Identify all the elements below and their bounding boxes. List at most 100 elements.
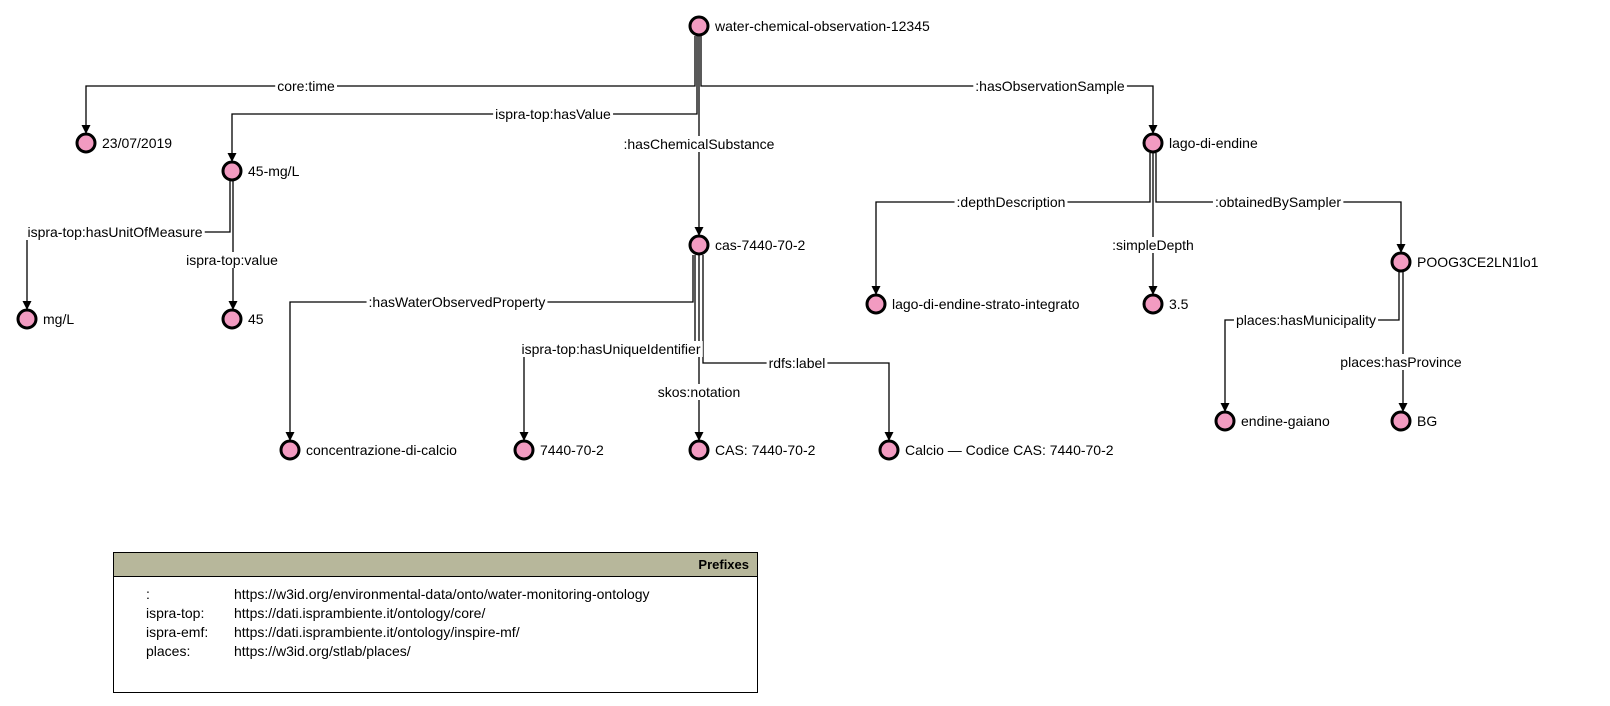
arrowhead-icon — [1148, 286, 1158, 295]
prefixes-list: : https://w3id.org/environmental-data/on… — [114, 577, 757, 661]
edge-label-hasSample: :hasObservationSample — [973, 78, 1127, 94]
edge-label-background — [973, 78, 1127, 94]
node-n45[interactable]: 45 — [221, 308, 264, 330]
prefix-row: ispra-top: https://dati.isprambiente.it/… — [114, 604, 757, 623]
edge-label-province: places:hasProvince — [1338, 354, 1464, 370]
edge-label-background — [275, 78, 337, 94]
edge-label-unit: ispra-top:hasUnitOfMeasure — [25, 224, 205, 240]
edge-label-text: ispra-top:hasUniqueIdentifier — [522, 341, 701, 357]
node-circle-icon[interactable] — [16, 308, 38, 330]
node-bg[interactable]: BG — [1390, 410, 1437, 432]
edge-hasSample — [700, 36, 1158, 134]
node-circle-icon[interactable] — [1214, 410, 1236, 432]
edge-province — [1398, 272, 1408, 412]
edge-label-background — [766, 355, 828, 371]
prefixes-panel: Prefixes : https://w3id.org/environmenta… — [113, 552, 758, 693]
node-calc[interactable]: concentrazione-di-calcio — [279, 439, 457, 461]
edge-label-uniqueId: ispra-top:hasUniqueIdentifier — [519, 341, 703, 357]
node-circle-icon[interactable] — [1142, 132, 1164, 154]
node-label: POOG3CE2LN1lo1 — [1417, 254, 1539, 270]
prefix-iri: https://dati.isprambiente.it/ontology/in… — [234, 624, 520, 640]
edge-municipality — [1220, 272, 1400, 412]
edge-unit — [22, 181, 231, 310]
node-circle-icon[interactable] — [1142, 293, 1164, 315]
node-circle-icon[interactable] — [688, 15, 710, 37]
node-circle-icon[interactable] — [75, 132, 97, 154]
edge-label-rdfsLabel: rdfs:label — [766, 355, 828, 371]
node-circle-icon[interactable] — [878, 439, 900, 461]
edge-label-text: places:hasMunicipality — [1236, 312, 1376, 328]
arrowhead-icon — [227, 153, 237, 162]
edge-label-background — [366, 294, 548, 310]
edge-label-time: core:time — [275, 78, 337, 94]
arrowhead-icon — [228, 301, 238, 310]
edge-label-waterProp: :hasWaterObservedProperty — [366, 294, 548, 310]
node-label: endine-gaiano — [1241, 413, 1330, 429]
prefix-key: places: — [146, 643, 191, 659]
edge-label-background — [1338, 354, 1464, 370]
node-circle-icon[interactable] — [513, 439, 535, 461]
node-strato[interactable]: lago-di-endine-strato-integrato — [865, 293, 1080, 315]
node-cas[interactable]: cas-7440-70-2 — [688, 234, 805, 256]
edge-line — [875, 153, 1151, 294]
edge-label-background — [25, 224, 205, 240]
node-mgl[interactable]: mg/L — [16, 308, 74, 330]
edge-simpleDepth — [1148, 153, 1158, 295]
arrowhead-icon — [1148, 125, 1158, 134]
edge-depthDesc — [871, 153, 1151, 295]
edge-line — [1224, 272, 1400, 411]
edge-label-background — [954, 194, 1068, 210]
prefix-iri: https://w3id.org/environmental-data/onto… — [234, 586, 650, 602]
prefix-iri: https://dati.isprambiente.it/ontology/co… — [234, 605, 486, 621]
arrowhead-icon — [1396, 244, 1406, 253]
edge-time — [81, 36, 696, 134]
node-id[interactable]: 7440-70-2 — [513, 439, 604, 461]
edge-label-text: :hasWaterObservedProperty — [369, 294, 546, 310]
node-circle-icon[interactable] — [688, 439, 710, 461]
node-d35[interactable]: 3.5 — [1142, 293, 1189, 315]
edge-label-background — [621, 136, 777, 152]
edge-label-text: core:time — [277, 78, 335, 94]
node-circle-icon[interactable] — [221, 160, 243, 182]
edge-label-depthDesc: :depthDescription — [954, 194, 1068, 210]
arrowhead-icon — [519, 432, 529, 441]
edge-label-simpleDepth: :simpleDepth — [1110, 237, 1196, 253]
node-label: mg/L — [43, 311, 74, 327]
arrowhead-icon — [694, 432, 704, 441]
arrowhead-icon — [871, 286, 881, 295]
edge-label-text: ispra-top:hasUnitOfMeasure — [27, 224, 202, 240]
edge-line — [702, 255, 890, 440]
edge-label-sampler: :obtainedBySampler — [1212, 194, 1344, 210]
prefix-key: ispra-emf: — [146, 624, 209, 640]
edge-label-text: ispra-top:value — [186, 252, 278, 268]
node-casnot[interactable]: CAS: 7440-70-2 — [688, 439, 816, 461]
node-val[interactable]: 45-mg/L — [221, 160, 300, 182]
node-circle-icon[interactable] — [688, 234, 710, 256]
node-circle-icon[interactable] — [279, 439, 301, 461]
node-circle-icon[interactable] — [865, 293, 887, 315]
node-obs[interactable]: water-chemical-observation-12345 — [688, 15, 930, 37]
arrowhead-icon — [1220, 403, 1230, 412]
node-label: water-chemical-observation-12345 — [714, 18, 930, 34]
node-poog[interactable]: POOG3CE2LN1lo1 — [1390, 251, 1539, 273]
node-lago[interactable]: lago-di-endine — [1142, 132, 1258, 154]
node-label: concentrazione-di-calcio — [306, 442, 457, 458]
node-label: BG — [1417, 413, 1437, 429]
node-circle-icon[interactable] — [1390, 251, 1412, 273]
node-circle-icon[interactable] — [221, 308, 243, 330]
node-circle-icon[interactable] — [1390, 410, 1412, 432]
edge-hasValue — [227, 36, 698, 162]
edge-label-text: :obtainedBySampler — [1215, 194, 1341, 210]
prefix-iri: https://w3id.org/stlab/places/ — [234, 643, 411, 659]
node-date[interactable]: 23/07/2019 — [75, 132, 172, 154]
node-calcio[interactable]: Calcio — Codice CAS: 7440-70-2 — [878, 439, 1114, 461]
edge-line — [85, 36, 696, 133]
edge-labels-layer: core:timeispra-top:hasValue:hasChemicalS… — [25, 78, 1464, 400]
node-label: 3.5 — [1169, 296, 1189, 312]
node-label: CAS: 7440-70-2 — [715, 442, 816, 458]
node-gaiano[interactable]: endine-gaiano — [1214, 410, 1330, 432]
prefix-key: : — [146, 586, 150, 602]
edge-label-text: :depthDescription — [957, 194, 1066, 210]
edge-value — [228, 181, 238, 310]
